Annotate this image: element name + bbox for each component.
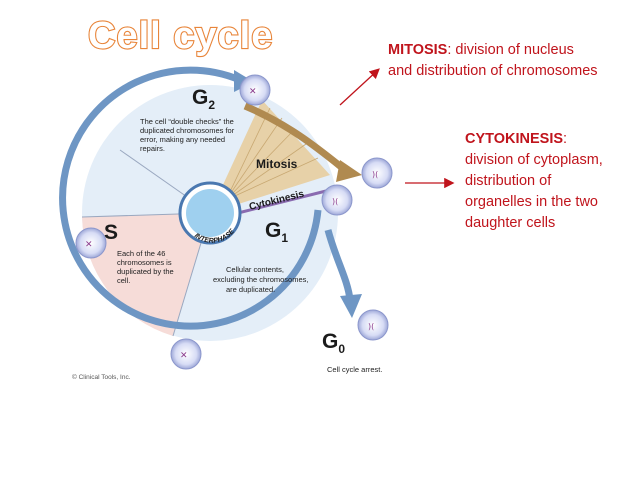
svg-text:)(: )( [372,170,378,179]
mitosis-label: Mitosis [256,157,298,171]
mitosis-annotation-line2: and distribution of chromosomes [388,63,598,79]
slide-title: Cell cycle [88,15,273,57]
interphase-hub [186,189,234,237]
svg-text:✕: ✕ [180,351,188,361]
cytokinesis-annotation: CYTOKINESIS: division of cytoplasm, dist… [405,131,607,231]
g0-description: Cell cycle arrest. [327,365,382,374]
g0-label: G0 [322,330,345,356]
g0-cell: )( [357,309,389,341]
daughter-cell-lower: )( [321,184,353,216]
svg-text:)(: )( [368,322,374,331]
g0-arrow [324,229,354,301]
mitosis-pointer [339,68,380,106]
mitosis-fan [210,100,330,213]
svg-text:)(: )( [332,197,338,206]
mitosis-annotation-line1: MITOSIS: division of nucleus [388,42,574,58]
g1-description: Cellular contents, excluding the chromos… [213,265,311,294]
s-label: S [104,221,118,244]
cell-icon-bottom: ✕ [170,338,202,370]
g1-label: G1 [265,219,288,245]
cell-icon-left: ✕ [75,227,107,259]
cytokinesis-annotation-body: division of cytoplasm, distribution of o… [465,152,607,231]
svg-text:✕: ✕ [249,87,257,97]
cell-icon-top: ✕ [239,74,271,106]
cytokinesis-band [237,188,331,215]
cycle-ring-arrow [59,66,322,330]
mitosis-arrow [243,102,348,173]
s-phase-sector [82,213,210,336]
daughter-cell-upper: )( [361,157,393,189]
copyright: © Clinical Tools, Inc. [72,373,131,381]
mitosis-rays [225,107,319,201]
s-description: Each of the 46 chromosomes is duplicated… [117,249,176,285]
g2-label: G2 [192,86,215,112]
cytokinesis-annotation-head: CYTOKINESIS: [465,131,567,147]
g2-description: The cell “double checks” the duplicated … [140,117,236,153]
cell-cycle-diagram: INTERPHASE ✕ ✕ ✕ )( )( )( G2 T [59,66,393,381]
mitosis-annotation: MITOSIS: division of nucleus and distrib… [339,42,598,106]
svg-text:✕: ✕ [85,240,93,250]
